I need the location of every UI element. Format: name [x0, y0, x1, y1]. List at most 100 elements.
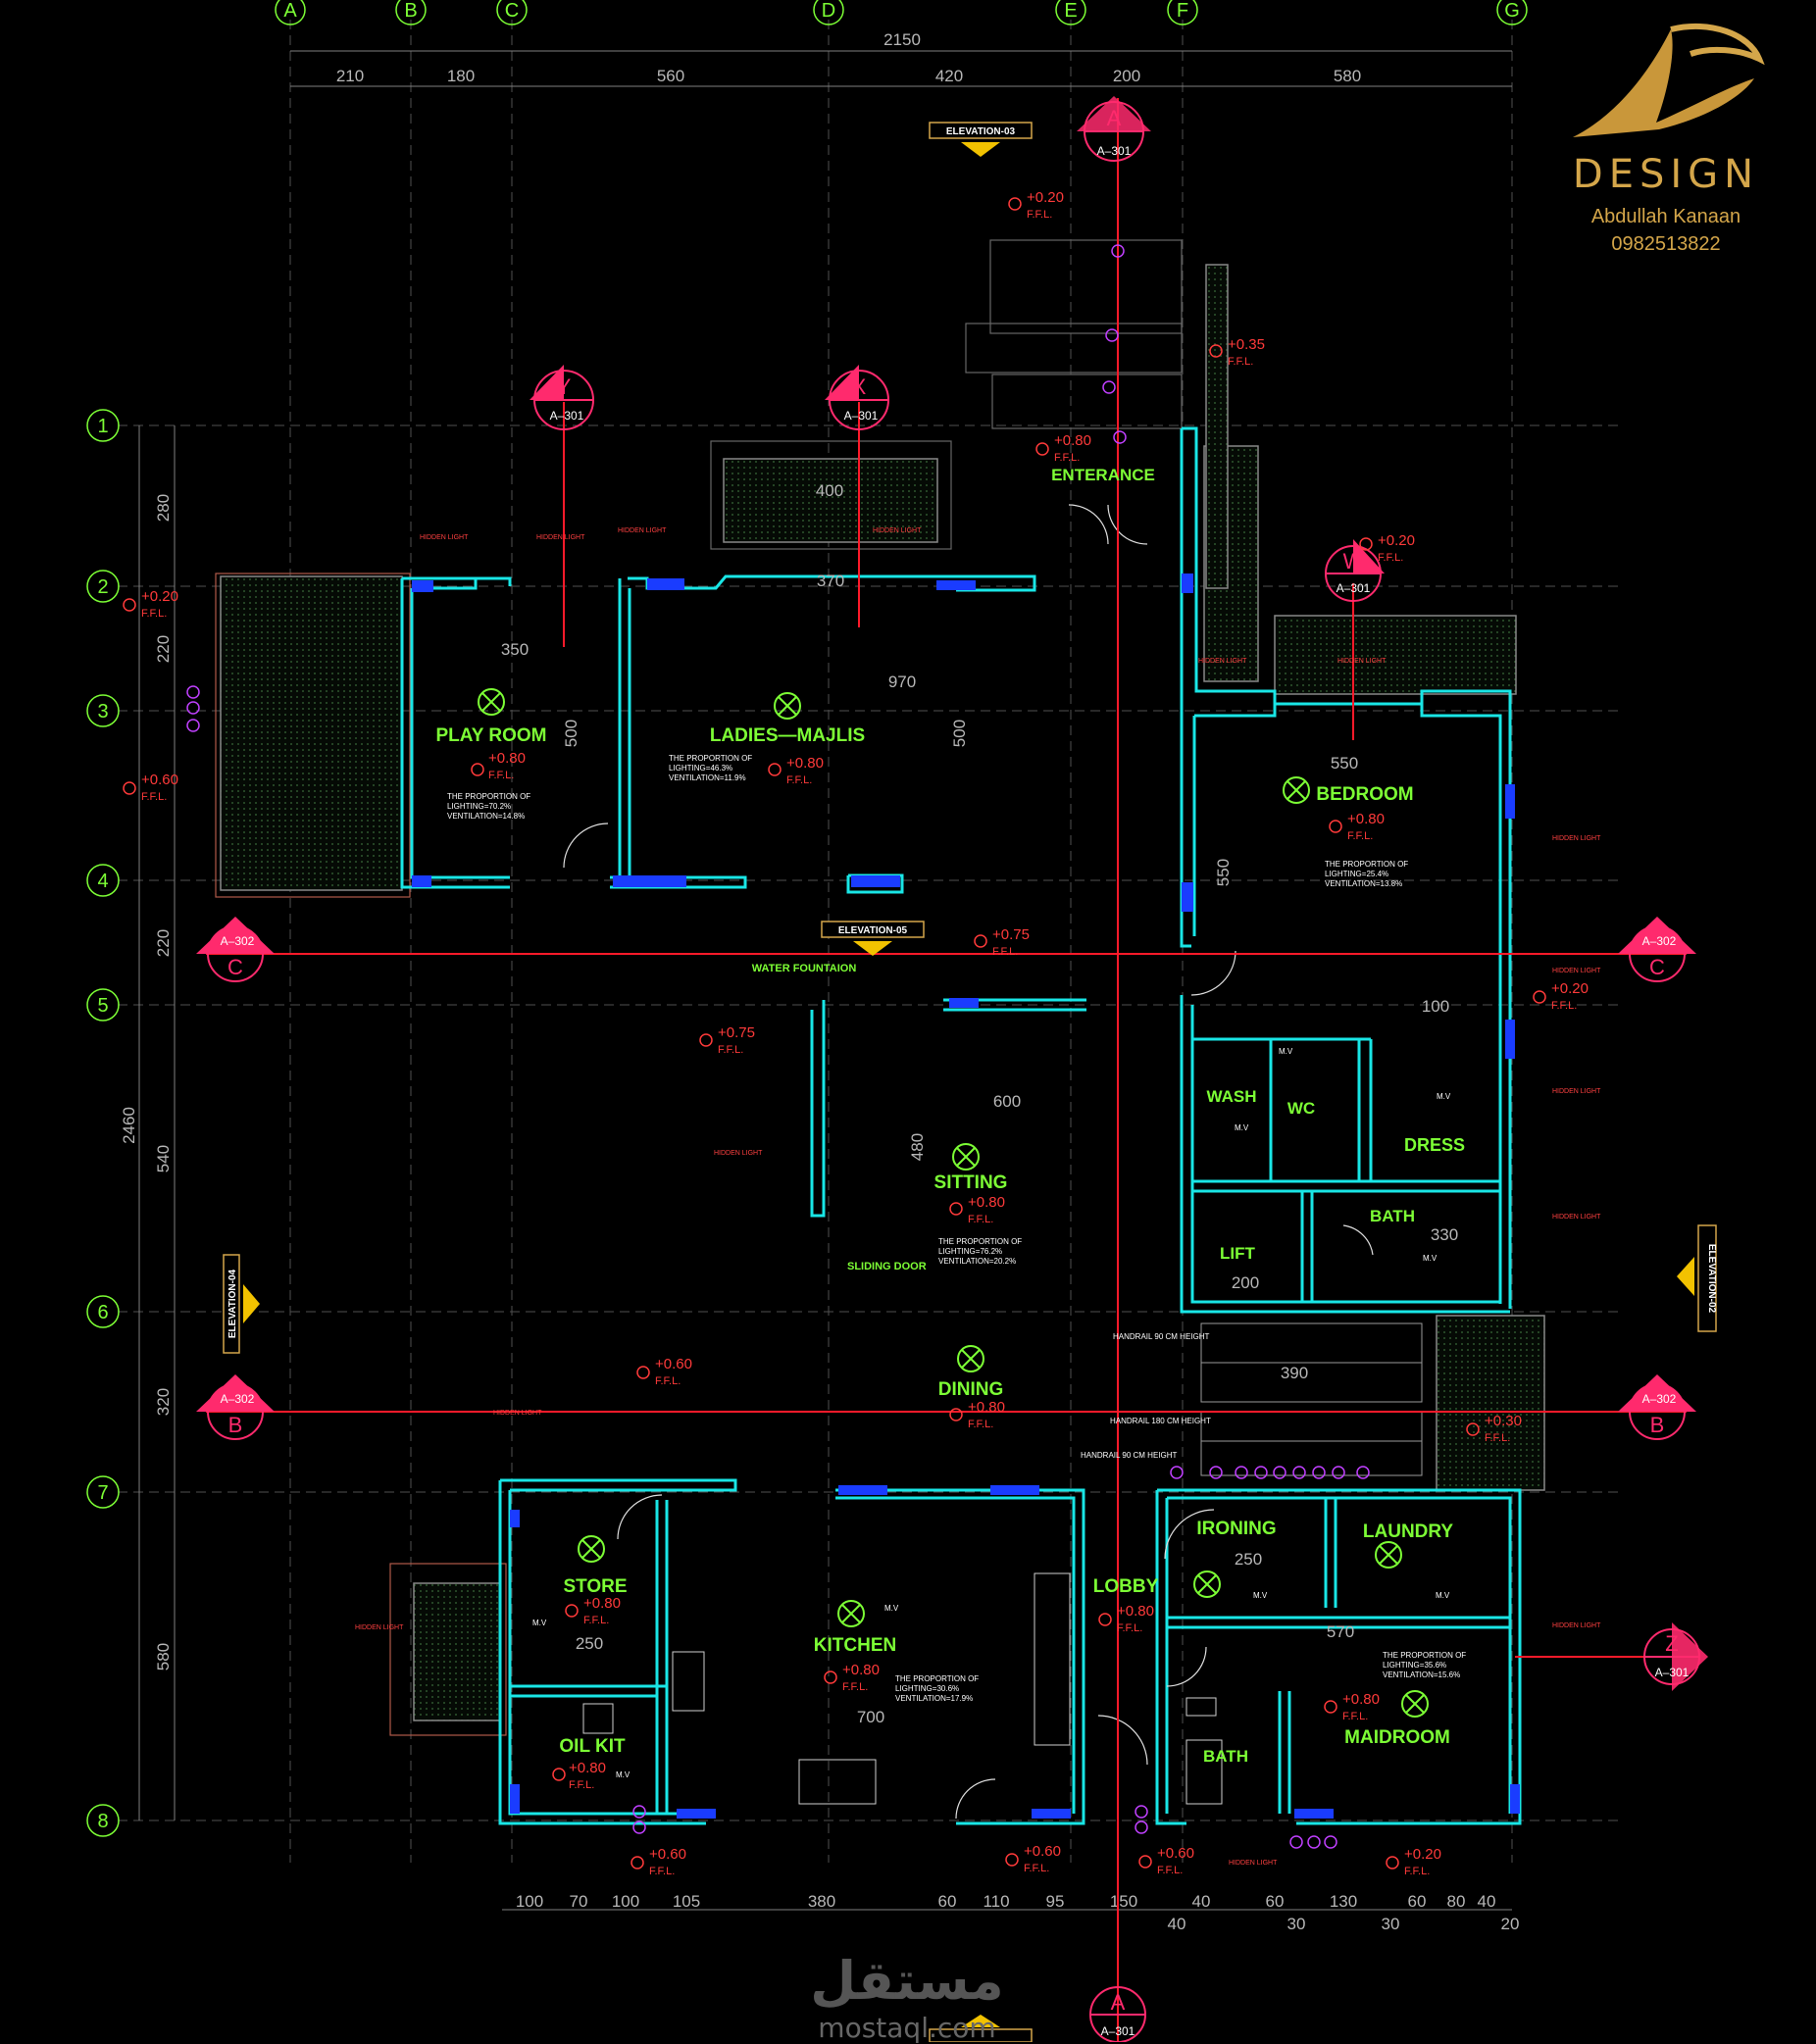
dim-dress-corridor: 100 — [1422, 997, 1449, 1016]
mv-laundry: M.V — [1436, 1591, 1450, 1600]
note-bedroom-1: THE PROPORTION OF — [1325, 860, 1408, 869]
handrail-90-note-2: HANDRAIL 90 CM HEIGHT — [1081, 1451, 1178, 1460]
note-play-3: VENTILATION=14.8% — [447, 812, 525, 821]
hidden-light-4: HIDDEN LIGHT — [873, 527, 922, 534]
hidden-light-9: HIDDEN LIGHT — [1552, 1088, 1601, 1095]
grid-col-e: E — [1064, 0, 1077, 22]
level-kitchen-value: +0.80 — [842, 1662, 880, 1678]
note-bedroom-2: LIGHTING=25.4% — [1325, 870, 1388, 878]
watermark-arabic: مستقل — [810, 1950, 1004, 2012]
level-east-5: +0.20F.F.L. — [1533, 980, 1589, 1012]
grid-bubbles — [86, 0, 1528, 1837]
section-x-letter: X — [852, 374, 867, 399]
dim-bottom-1: 100 — [516, 1892, 543, 1911]
dim-bottom-4: 105 — [673, 1892, 700, 1911]
grid-col-a: A — [283, 0, 297, 22]
section-y-ref: A–301 — [550, 409, 584, 423]
elevation-03-label: ELEVATION-03 — [946, 126, 1016, 137]
section-marker-c-left: A–302 C — [196, 917, 275, 982]
dim-ironing-width: 250 — [1235, 1550, 1262, 1569]
hidden-light-6: HIDDEN LIGHT — [1337, 658, 1387, 665]
level-garden-east-value: +0.35 — [1228, 336, 1265, 353]
level-majlis: +0.80F.F.L. — [768, 755, 824, 786]
dim-bottom-2: 70 — [570, 1892, 588, 1911]
section-b-right-letter: B — [1650, 1413, 1665, 1437]
note-kitchen-1: THE PROPORTION OF — [895, 1674, 979, 1683]
dim-row-67: 320 — [154, 1388, 173, 1416]
grid-col-f: F — [1177, 0, 1188, 22]
dim-row-23: 220 — [154, 635, 173, 663]
room-dining: DINING — [938, 1379, 1004, 1400]
elevation-02-label: ELEVATION-02 — [1706, 1244, 1717, 1314]
level-w-marker: +0.20F.F.L. — [1359, 532, 1415, 564]
dim-bottom-14: 60 — [1408, 1892, 1427, 1911]
level-west-yard-value: +0.60 — [655, 1356, 692, 1372]
level-w-marker-ffl: F.F.L. — [1378, 552, 1403, 564]
level-courtyard-value: +0.75 — [718, 1024, 755, 1041]
level-left-2-value: +0.20 — [141, 588, 178, 605]
level-play-value: +0.80 — [488, 750, 526, 767]
section-x-ref: A–301 — [844, 409, 879, 423]
hidden-light-2: HIDDEN LIGHT — [536, 534, 585, 541]
note-bedroom-3: VENTILATION=13.8% — [1325, 879, 1402, 888]
room-laundry: LAUNDRY — [1363, 1521, 1454, 1542]
mv-wc: M.V — [1279, 1047, 1293, 1056]
level-south-2: +0.60F.F.L. — [1005, 1843, 1061, 1874]
room-store: STORE — [563, 1576, 627, 1597]
room-wc: WC — [1287, 1099, 1315, 1118]
designer-logo: DESIGN Abdullah Kanaan 0982513822 — [1553, 10, 1779, 255]
level-courtyard-ffl: F.F.L. — [718, 1044, 743, 1056]
level-stair-east-ffl: F.F.L. — [1485, 1432, 1510, 1444]
dim-de: 420 — [935, 67, 963, 85]
grid-row-5: 5 — [97, 995, 108, 1017]
hidden-light-14: HIDDEN LIGHT — [355, 1624, 404, 1631]
hidden-light-7: HIDDEN LIGHT — [1552, 835, 1601, 842]
mv-kitchen: M.V — [884, 1604, 899, 1613]
hidden-light-10: HIDDEN LIGHT — [1552, 1214, 1601, 1221]
level-sitting-ffl: F.F.L. — [968, 1214, 993, 1225]
section-y-letter: Y — [557, 374, 572, 399]
dim-bottom-16: 40 — [1478, 1892, 1496, 1911]
elevation-04-label: ELEVATION-04 — [227, 1269, 238, 1338]
level-oil-kit: +0.80F.F.L. — [552, 1760, 606, 1791]
level-dining-value: +0.80 — [968, 1399, 1005, 1416]
hidden-light-callouts: HIDDEN LIGHT HIDDEN LIGHT HIDDEN LIGHT H… — [355, 527, 1601, 1867]
grid-row-2: 2 — [97, 576, 108, 598]
section-marker-b-left: A–302 B — [196, 1374, 275, 1440]
note-sitting-2: LIGHTING=76.2% — [938, 1247, 1002, 1256]
grid-labels: A B C D E F G 1 2 3 4 5 6 7 8 — [97, 0, 1519, 1832]
level-fountain-value: +0.75 — [992, 926, 1030, 943]
mv-wash: M.V — [1235, 1123, 1249, 1132]
dim-sitting-height: 480 — [908, 1133, 927, 1161]
level-fountain-ffl: F.F.L. — [992, 946, 1018, 958]
dim-bottom-3: 100 — [612, 1892, 639, 1911]
dim-bottom-6: 60 — [938, 1892, 957, 1911]
dim-sitting-width: 600 — [993, 1092, 1021, 1111]
logo-phone: 0982513822 — [1611, 233, 1721, 255]
level-bedroom-value: +0.80 — [1347, 811, 1385, 827]
dim-bottom-5: 380 — [808, 1892, 835, 1911]
level-courtyard: +0.75F.F.L. — [699, 1024, 755, 1056]
hidden-light-11: HIDDEN LIGHT — [1552, 1622, 1601, 1629]
level-kitchen: +0.80F.F.L. — [824, 1662, 880, 1693]
hidden-light-3: HIDDEN LIGHT — [618, 527, 667, 534]
sliding-door-note: SLIDING DOOR — [847, 1261, 927, 1272]
watermark: مستقل mostaql.com — [784, 1951, 1030, 2044]
grid-row-7: 7 — [97, 1482, 108, 1504]
section-marker-w: W A–301 — [1325, 539, 1385, 602]
note-majlis-1: THE PROPORTION OF — [669, 754, 752, 763]
level-top-step-value: +0.20 — [1027, 189, 1064, 206]
section-z-letter: Z — [1665, 1631, 1678, 1656]
dim-bottom-7: 110 — [983, 1892, 1009, 1911]
level-oil-kit-ffl: F.F.L. — [569, 1779, 594, 1791]
dim-play-width: 350 — [501, 640, 529, 659]
dim-kitchen-width: 700 — [857, 1708, 884, 1726]
room-ironing: IRONING — [1196, 1519, 1276, 1539]
level-west-yard: +0.60F.F.L. — [636, 1356, 692, 1387]
note-sitting-1: THE PROPORTION OF — [938, 1237, 1022, 1246]
section-b-left-ref: A–302 — [221, 1392, 255, 1406]
dim-bottom-15: 80 — [1447, 1892, 1466, 1911]
mv-store: M.V — [532, 1619, 547, 1627]
level-dining-ffl: F.F.L. — [968, 1419, 993, 1430]
